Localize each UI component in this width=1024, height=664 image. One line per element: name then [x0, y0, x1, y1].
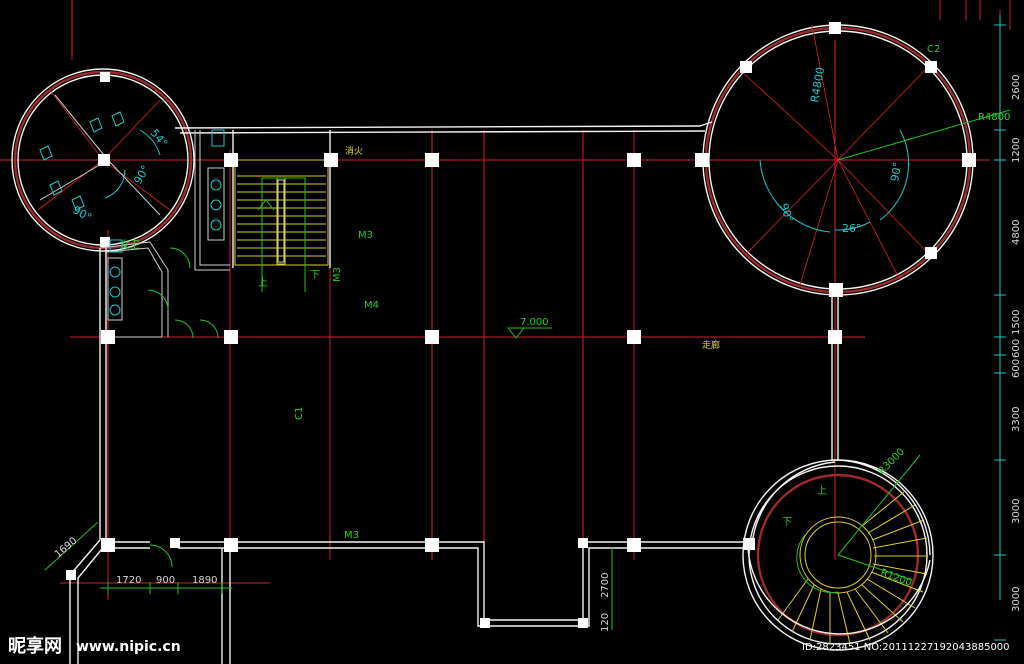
room-label-m3-top: M3 [358, 230, 373, 241]
angle-90-right-b: 90° [888, 161, 904, 182]
spiral-down-label: 下 [782, 517, 792, 528]
dim-right-3300: 3300 [1011, 407, 1022, 432]
room-label-c2: C2 [927, 44, 940, 55]
stair-down-label: 下 [310, 270, 320, 281]
axis-grid [0, 0, 1011, 640]
note-top: 消火 [345, 145, 363, 157]
dim-right-600a: 600 [1011, 339, 1022, 358]
angle-90-left-a: 90° [131, 163, 152, 186]
dim-right-2600: 2600 [1011, 75, 1022, 100]
watermark-url: www.nipic.cn [76, 639, 181, 655]
right-dimensions: 2600 1200 4800 1500 600 600 3300 3000 30… [994, 15, 1022, 641]
dim-bottom-1890: 1890 [192, 575, 217, 586]
radius-r3000: R3000 [876, 446, 907, 477]
dim-right-600b: 600 [1011, 359, 1022, 378]
top-right-rotunda: R4800 R4800 C2 90° 90° 26° [695, 22, 1010, 297]
elevation-mark: 7.000 [506, 317, 552, 339]
dim-2700: 2700 [600, 573, 611, 598]
toilet-fixtures: 女卫 [109, 129, 225, 568]
room-label-m3-bottom: M3 [344, 530, 359, 541]
spiral-stair: R3000 R1200 上 下 [742, 446, 934, 651]
straight-stair: 上 下 消火 [232, 130, 363, 292]
angle-90-right-a: 90° [777, 202, 796, 225]
elevation-label: 7.000 [520, 317, 549, 328]
dim-left-1690: 1690 [53, 536, 80, 561]
columns [66, 153, 842, 628]
angle-90-left-b: 90° [71, 203, 94, 224]
toilet-label: 女卫 [120, 238, 140, 251]
dim-right-1200: 1200 [1011, 138, 1022, 163]
dim-bottom-1720: 1720 [116, 575, 141, 586]
stair-up-label: 上 [258, 277, 268, 289]
dim-right-1500: 1500 [1011, 310, 1022, 335]
watermark-brand: 昵享网 [8, 635, 62, 657]
spiral-up-label: 上 [817, 485, 827, 497]
room-labels: M3 M3 M4 C1 M3 走廊 [294, 230, 720, 541]
angle-26: 26° [842, 222, 862, 235]
watermark-id: ID:2823451 NO:20111227192043885000 [802, 642, 1010, 653]
note-center: 走廊 [702, 339, 720, 351]
dim-right-3000a: 3000 [1011, 499, 1022, 524]
dim-bottom-900: 900 [156, 575, 175, 586]
dim-right-3000b: 3000 [1011, 587, 1022, 612]
watermark: 昵享网 www.nipic.cn ID:2823451 NO:201112271… [8, 635, 1010, 657]
angle-54: 54° [148, 127, 170, 150]
dim-right-4800: 4800 [1011, 220, 1022, 245]
bottom-dimensions: 1720 900 1890 1690 2700 120 [44, 521, 613, 632]
room-label-c1: C1 [294, 407, 305, 420]
room-label-m3-side: M3 [332, 267, 343, 282]
radius-r4800-a: R4800 [808, 66, 827, 103]
room-label-m4: M4 [364, 300, 379, 311]
radius-r4800-b: R4800 [978, 112, 1010, 123]
dim-120: 120 [600, 613, 611, 632]
